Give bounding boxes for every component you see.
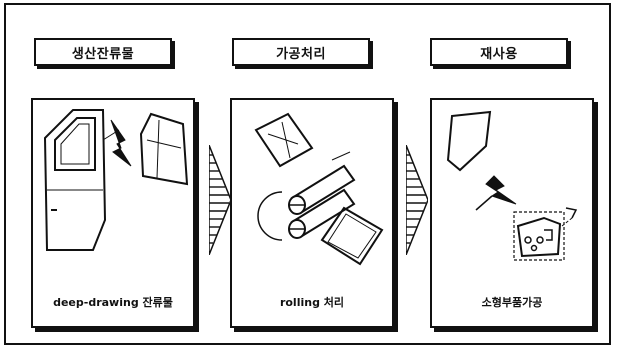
stage-caption: 소형부품가공 [481,296,543,309]
stage-title-label: 가공처리 [276,46,326,62]
small-part-illustration [446,110,578,261]
process-arrow-icon [209,145,231,255]
stage-caption: rolling 처리 [279,296,345,309]
stage-title-label: 재사용 [480,46,518,62]
process-diagram-frame: 생산잔류물 가공처리 재사용 deep-drawing 잔류물 [4,3,611,345]
stage-title-label: 생산잔류물 [71,46,135,62]
panel-production-residue: deep-drawing 잔류물 [31,98,195,328]
stage-title-reuse: 재사용 [430,38,568,66]
panel-processing: rolling 처리 [230,98,394,328]
stage-title-processing: 가공처리 [232,38,370,66]
rolling-illustration [254,112,384,266]
process-arrow-icon [406,145,428,255]
panel-reuse: 소형부품가공 [430,98,594,328]
stage-caption: deep-drawing 잔류물 [53,296,173,309]
car-door-illustration [43,109,189,251]
stage-title-production-residue: 생산잔류물 [34,38,172,66]
